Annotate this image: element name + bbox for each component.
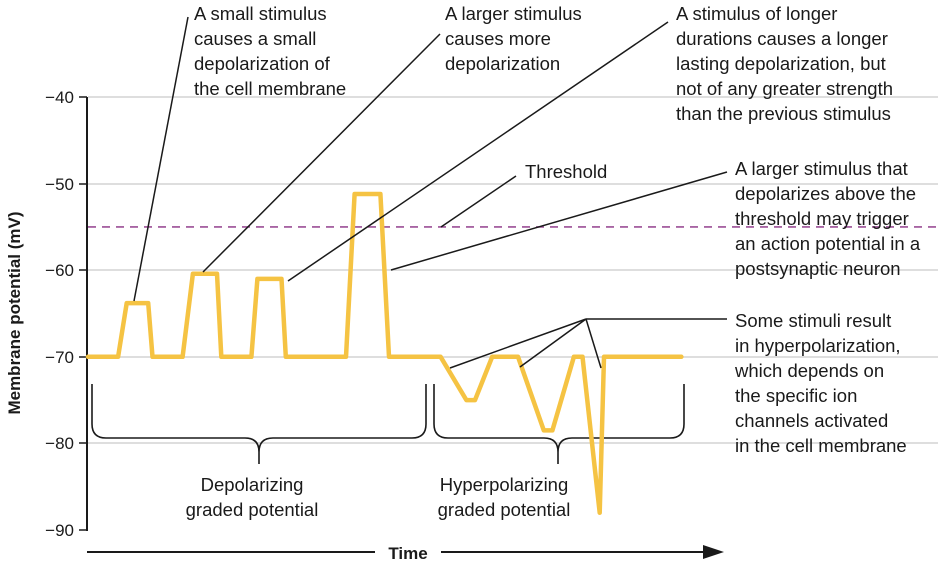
annotation-line: A larger stimulus that bbox=[735, 158, 908, 179]
annotation-line: depolarization bbox=[445, 53, 560, 74]
leader-line-larger-stimulus bbox=[202, 33, 441, 273]
annotation-line: lasting depolarization, but bbox=[676, 53, 886, 74]
leader-line-action-potential bbox=[390, 171, 728, 271]
leader-lines bbox=[133, 16, 728, 369]
leader-line-hyper-2 bbox=[519, 318, 587, 368]
annotation-line: which depends on bbox=[734, 360, 884, 381]
depolarizing-group-label: Depolarizing bbox=[201, 474, 304, 495]
leader-line-threshold bbox=[440, 175, 517, 228]
leader-line-hyper-1 bbox=[449, 318, 587, 369]
y-tick-label: −70 bbox=[45, 348, 74, 367]
hyperpolarizing-group-label: graded potential bbox=[438, 499, 571, 520]
annotation-line: durations causes a longer bbox=[676, 28, 888, 49]
depolarizing-group-label: graded potential bbox=[186, 499, 319, 520]
hyperpolarizing-brace bbox=[433, 384, 685, 464]
leader-line-hyper-3 bbox=[585, 318, 602, 369]
annotation-line: causes a small bbox=[194, 28, 316, 49]
annotation-line: than the previous stimulus bbox=[676, 103, 891, 124]
annotation-line: in hyperpolarization, bbox=[735, 335, 901, 356]
y-tick-label: −50 bbox=[45, 175, 74, 194]
annotation-hyperpolarization: Some stimuli result in hyperpolarization… bbox=[734, 310, 907, 456]
annotation-action-potential: A larger stimulus that depolarizes above… bbox=[735, 158, 921, 279]
leader-line-small-stimulus bbox=[133, 16, 189, 302]
annotation-line: the specific ion bbox=[735, 385, 857, 406]
annotation-line: an action potential in a bbox=[735, 233, 921, 254]
membrane-potential-trace bbox=[85, 191, 684, 515]
leader-line-longer-stimulus bbox=[287, 21, 669, 282]
annotation-larger-stimulus: A larger stimulus causes more depolariza… bbox=[445, 3, 582, 74]
y-tick-label: −90 bbox=[45, 521, 74, 540]
annotation-line: in the cell membrane bbox=[735, 435, 907, 456]
annotation-line: threshold may trigger bbox=[735, 208, 909, 229]
y-tick-label: −60 bbox=[45, 261, 74, 280]
annotation-line: not of any greater strength bbox=[676, 78, 893, 99]
annotation-line: the cell membrane bbox=[194, 78, 346, 99]
annotation-longer-stimulus: A stimulus of longer durations causes a … bbox=[676, 3, 893, 124]
annotation-line: Some stimuli result bbox=[735, 310, 891, 331]
hyperpolarizing-group-label: Hyperpolarizing bbox=[440, 474, 569, 495]
annotation-line: postsynaptic neuron bbox=[735, 258, 901, 279]
annotation-line: A small stimulus bbox=[194, 3, 327, 24]
y-ticks bbox=[79, 96, 87, 531]
depolarizing-brace bbox=[91, 384, 427, 464]
y-axis-title: Membrane potential (mV) bbox=[5, 211, 24, 414]
annotation-line: depolarization of bbox=[194, 53, 331, 74]
annotation-small-stimulus: A small stimulus causes a small depolari… bbox=[194, 3, 346, 99]
threshold-label: Threshold bbox=[525, 161, 607, 182]
y-tick-labels: −40 −50 −60 −70 −80 −90 bbox=[45, 88, 74, 540]
y-tick-label: −80 bbox=[45, 434, 74, 453]
annotation-line: channels activated bbox=[735, 410, 888, 431]
annotation-line: A larger stimulus bbox=[445, 3, 582, 24]
annotation-line: causes more bbox=[445, 28, 551, 49]
time-arrow-head bbox=[703, 545, 724, 559]
annotation-line: A stimulus of longer bbox=[676, 3, 837, 24]
y-tick-label: −40 bbox=[45, 88, 74, 107]
x-axis-title: Time bbox=[388, 544, 427, 563]
annotation-line: depolarizes above the bbox=[735, 183, 916, 204]
